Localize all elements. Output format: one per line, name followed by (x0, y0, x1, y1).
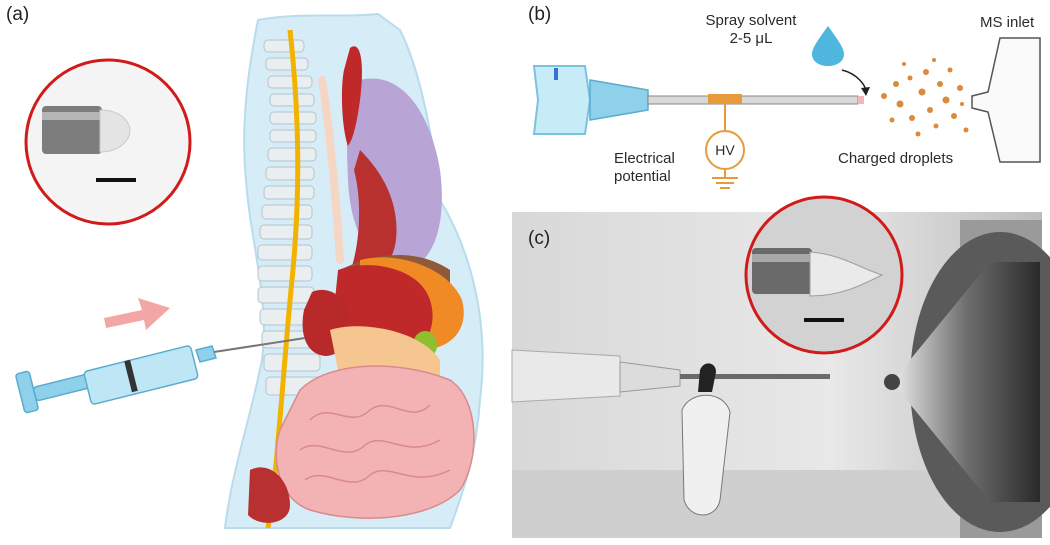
insertion-arrow-icon (104, 298, 170, 330)
charged-droplets-label: Charged droplets (838, 150, 954, 167)
solvent-drop-icon (812, 26, 844, 66)
aorta (341, 46, 362, 147)
vertebrae (257, 39, 323, 396)
electrical-line1: Electrical (614, 150, 675, 167)
spray-solvent-line1: Spray solvent (705, 12, 797, 29)
rib (318, 76, 344, 264)
hv-label: HV (715, 142, 735, 158)
syringe-icon (15, 337, 306, 414)
syringe-photo-icon (511, 349, 830, 403)
ground-symbol-icon (712, 177, 738, 189)
pelvic-organ (248, 467, 290, 523)
spinal-cord (265, 29, 301, 529)
ms-inlet-icon (971, 37, 1041, 163)
charged-droplets-icon (881, 58, 969, 137)
heart-vessel (352, 150, 397, 273)
spray-solvent-label: Spray solvent 2-5 μL (686, 12, 816, 48)
magnifier-inset-icon (24, 58, 192, 226)
photo-inset-icon (744, 195, 904, 355)
panel-a-label: (a) (6, 4, 30, 25)
spray-solvent-line2: 2-5 μL (729, 30, 773, 47)
intestine-folds (299, 404, 451, 483)
alligator-clip-icon (681, 363, 731, 516)
panel-b-label: (b) (528, 4, 552, 25)
ms-cone-photo-icon (884, 220, 1050, 538)
panel-c-label: (c) (528, 228, 551, 249)
syringe-hub-icon (532, 65, 592, 135)
electrical-line2: potential (614, 168, 671, 185)
electrical-potential-label: Electrical potential (614, 150, 675, 186)
ms-inlet-label: MS inlet (980, 14, 1035, 31)
